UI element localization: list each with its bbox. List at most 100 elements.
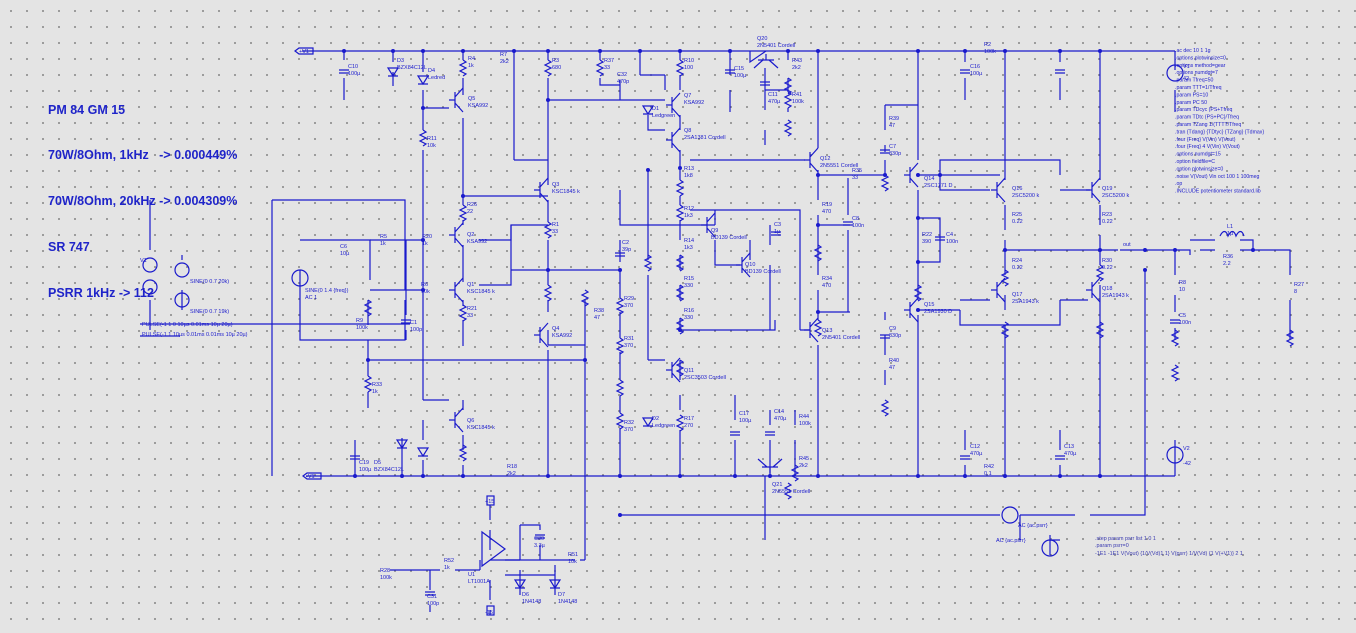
part-value-r19: 470 — [822, 209, 831, 215]
part-ref-c15: C15 — [734, 66, 744, 72]
part-ref-c32: C32 — [617, 72, 627, 78]
part-value-c17: 100µ — [739, 418, 752, 424]
part-ref-r24: R24 — [1012, 258, 1022, 264]
part-value-r16: 330 — [684, 315, 693, 321]
part-value-d5: BZX84C12L — [374, 467, 404, 473]
design-notes: PM 84 GM 15 70W/8Ohm, 1kHz -> 0.000449% … — [48, 72, 237, 332]
part-ref-r27: R27 — [1294, 282, 1304, 288]
net-flags — [294, 47, 322, 480]
part-value-r28: 100k — [380, 575, 392, 581]
src-sense2: AC {ac.psrr} — [996, 538, 1026, 544]
part-ref-r33: R33 — [372, 382, 382, 388]
transistor-q11 — [666, 357, 681, 383]
part-ref-r20: R20 — [422, 234, 432, 240]
part-ref-r52: R52 — [444, 558, 454, 564]
transistor-q17 — [991, 277, 1006, 303]
part-value-r34: 470 — [822, 283, 831, 289]
part-ref-r17: R17 — [684, 416, 694, 422]
part-ref-q3: Q3 — [552, 182, 559, 188]
note-thd-1k: 70W/8Ohm, 1kHz -> 0.000449% — [48, 148, 238, 163]
part-value-r4: 1k — [468, 63, 474, 69]
part-ref-q11: Q11 — [684, 368, 694, 374]
part-ref-r15: R15 — [684, 276, 694, 282]
net-label-vee: -15 — [485, 610, 493, 616]
part-value-q3: KSC1845 k — [552, 189, 580, 195]
part-value-c1: 100p — [410, 327, 422, 333]
part-ref-r40: R40 — [889, 358, 899, 364]
spice-directive-line: .four {Freq} V(Vin) V(Vout) — [1175, 137, 1236, 143]
part-ref-r39: R39 — [889, 116, 899, 122]
part-ref-d5: D5 — [374, 460, 381, 466]
part-ref-c16: C16 — [970, 64, 980, 70]
part-ref-q19: Q19 — [1102, 186, 1112, 192]
part-ref-r22: R22 — [922, 232, 932, 238]
part-value-r26: 22 — [467, 209, 473, 215]
part-ref-r43: R43 — [792, 58, 802, 64]
part-ref-c13: C13 — [1064, 444, 1074, 450]
spice-directive-line: .options numdgt=7 — [1175, 70, 1218, 76]
part-ref-q8: Q8 — [684, 128, 691, 134]
part-value-u1: LT1001A — [468, 579, 490, 585]
part-value-c30: 3.3µ — [534, 543, 546, 549]
part-value-r33: 1k — [372, 389, 378, 395]
part-value-q4: KSA992 — [552, 333, 572, 339]
part-ref-q14: Q14 — [924, 176, 934, 182]
part-ref-c6: C6 — [340, 244, 347, 250]
part-value-r18: 2k2 — [507, 471, 516, 477]
src-sin2: SINE(0 0.7 19k) — [190, 309, 229, 315]
part-value-r13: 1k8 — [684, 173, 693, 179]
part-value-q14: 2SC1771 D — [924, 183, 952, 189]
part-ref-r13: R13 — [684, 166, 694, 172]
net-label-out: out — [1123, 242, 1131, 248]
part-ref-r23: R23 — [1102, 212, 1112, 218]
part-value-r15: 330 — [684, 283, 693, 289]
part-ref-d1: D1 — [652, 106, 659, 112]
part-ref-d6: D6 — [522, 592, 529, 598]
part-ref-q2: Q2 — [467, 232, 474, 238]
part-ref-d2: D2 — [652, 416, 659, 422]
transistor-q7 — [666, 92, 681, 118]
part-ref-r2: R2 — [984, 42, 991, 48]
part-ref-c19: C19 — [359, 460, 369, 466]
part-value-c8: 100n — [852, 223, 864, 229]
part-value-r40: 47 — [889, 365, 895, 371]
part-ref-r26: R26 — [467, 202, 477, 208]
part-ref-r42: R42 — [984, 464, 994, 470]
part-value-c19: 100µ — [359, 467, 372, 473]
part-value-c7: 330p — [889, 151, 901, 157]
transistors — [449, 54, 1101, 473]
diodes — [386, 67, 654, 589]
part-ref-r1: R1 — [552, 222, 559, 228]
part-ref-r34: R34 — [822, 276, 832, 282]
part-value-r3: 680 — [552, 65, 561, 71]
spice-directive-line: .op — [1175, 181, 1182, 187]
part-ref-q16: Q16 — [1012, 186, 1022, 192]
part-ref-r19: R19 — [822, 202, 832, 208]
part-ref-r18: R18 — [507, 464, 517, 470]
part-value-c2: 39p — [622, 247, 631, 253]
part-ref-q5: Q5 — [468, 96, 475, 102]
part-value-r32: 370 — [624, 427, 633, 433]
part-ref-c9: C9 — [889, 326, 896, 332]
spice-directive-line: .param TDcyc (PS+Tfreq — [1175, 107, 1233, 113]
part-ref-r14: R14 — [684, 238, 694, 244]
part-ref-c1: C1 — [410, 320, 417, 326]
part-ref-r12: R12 — [684, 206, 694, 212]
part-ref-c2: C2 — [622, 240, 629, 246]
part-value-q19: 2SC5200 k — [1102, 193, 1129, 199]
part-ref-q7: Q7 — [684, 93, 691, 99]
part-value-r10: 100 — [684, 65, 693, 71]
src-vmain: V1 — [140, 258, 147, 264]
spice-directive-line: .option plotwinsize=0 — [1175, 166, 1223, 172]
part-value-r8: 10 — [1179, 287, 1185, 293]
part-value-r36: 2.2 — [1223, 261, 1231, 267]
part-ref-r28: R28 — [380, 568, 390, 574]
transistor-q4 — [534, 322, 549, 348]
note-slew-rate: SR 747 — [48, 240, 90, 255]
part-value-r44: 100k — [799, 421, 811, 427]
src-sense: AC {ac.psrr} — [1018, 523, 1048, 529]
part-ref-d7: D7 — [558, 592, 565, 598]
transistor-q12 — [804, 147, 819, 173]
transistor-q1 — [449, 277, 464, 303]
part-value-r37: 33 — [604, 65, 610, 71]
